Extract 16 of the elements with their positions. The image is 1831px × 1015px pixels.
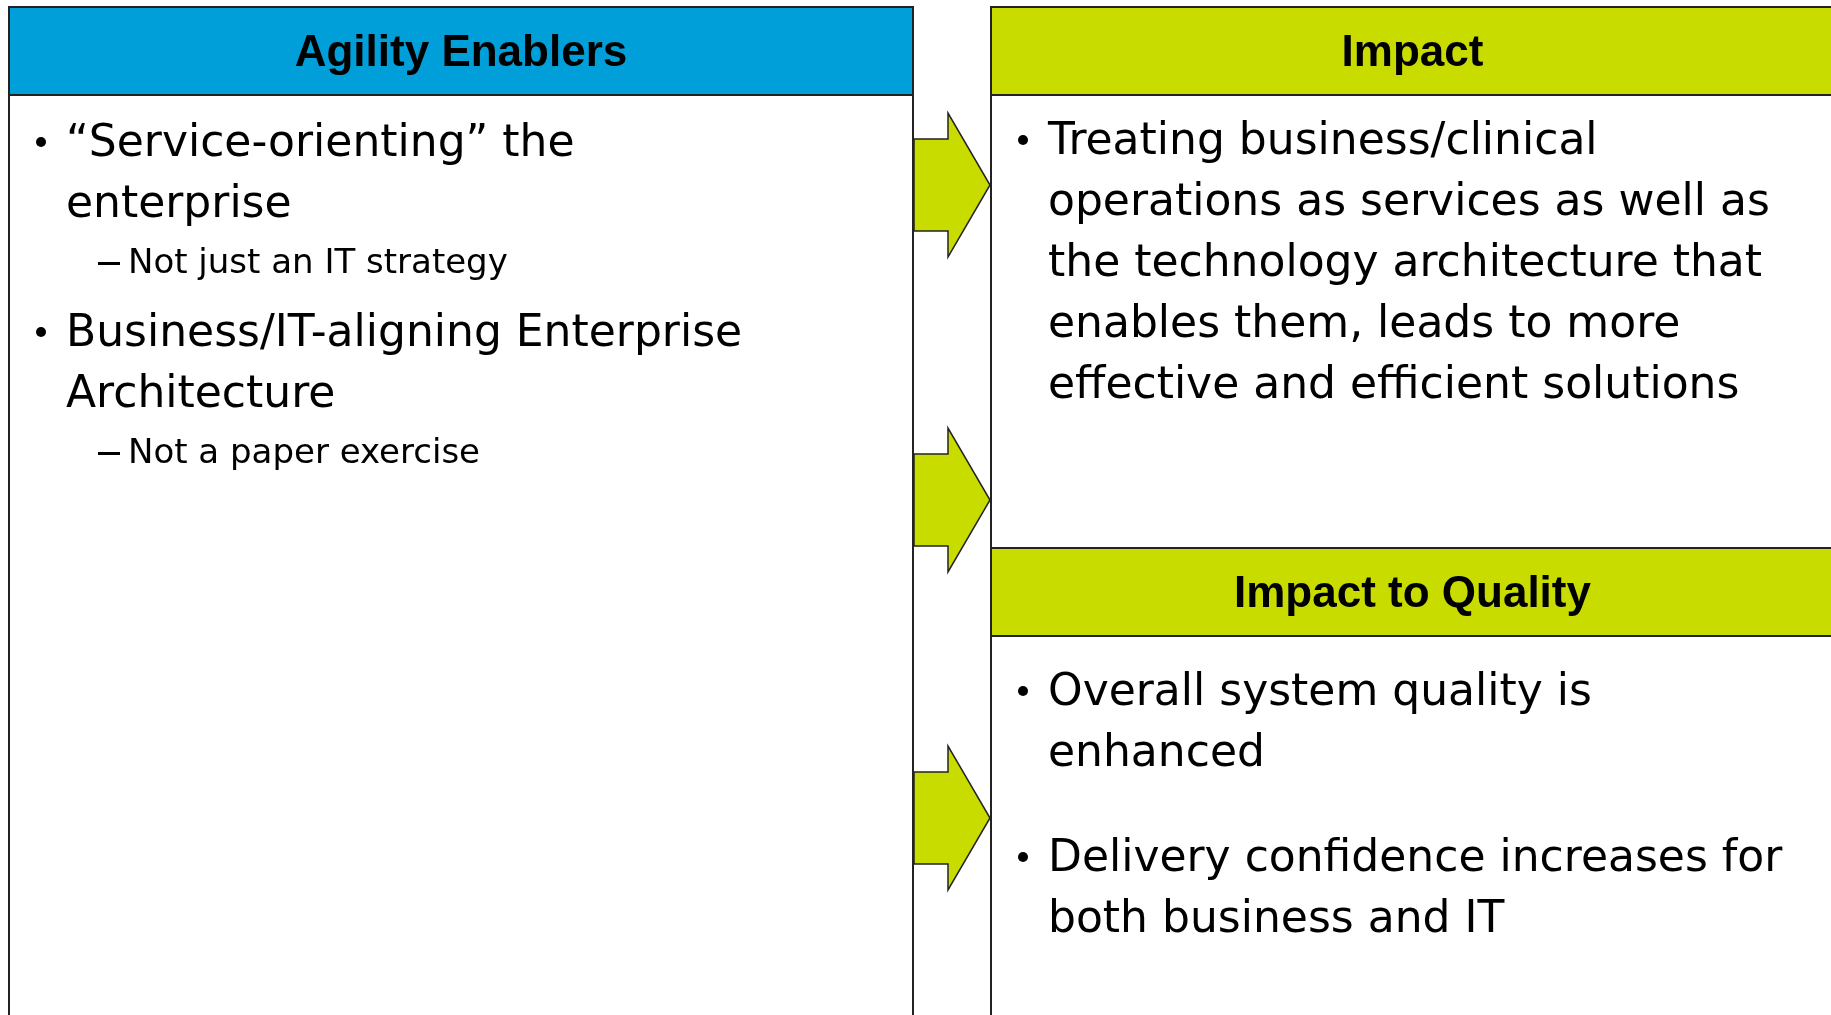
panel-heading: Impact to Quality [992,549,1831,637]
bullet-text: Overall system quality is enhanced [1048,663,1593,778]
bullet-text: “Service-orienting” the enterprise [66,114,576,229]
bullet-text: Treating business/clinical operations as services as well as the technology architecture that enables them, leads to more effective and efficient solutions [1048,112,1771,410]
block-arrow [913,110,991,260]
panel-heading: Impact [992,8,1831,96]
text-panel [8,6,914,1015]
bullet-text: Business/IT-aligning Enterprise Architecture [66,304,744,419]
text-panel [990,547,1831,1015]
panel-heading: Agility Enablers [10,8,912,96]
bullet-text: Delivery confidence increases for both business and IT [1048,829,1784,944]
block-arrow [913,743,991,893]
bullet-text: Not just an IT strategy [128,240,509,283]
text-panel [990,6,1831,549]
block-arrow [913,425,991,575]
bullet-text: Not a paper exercise [128,430,482,473]
